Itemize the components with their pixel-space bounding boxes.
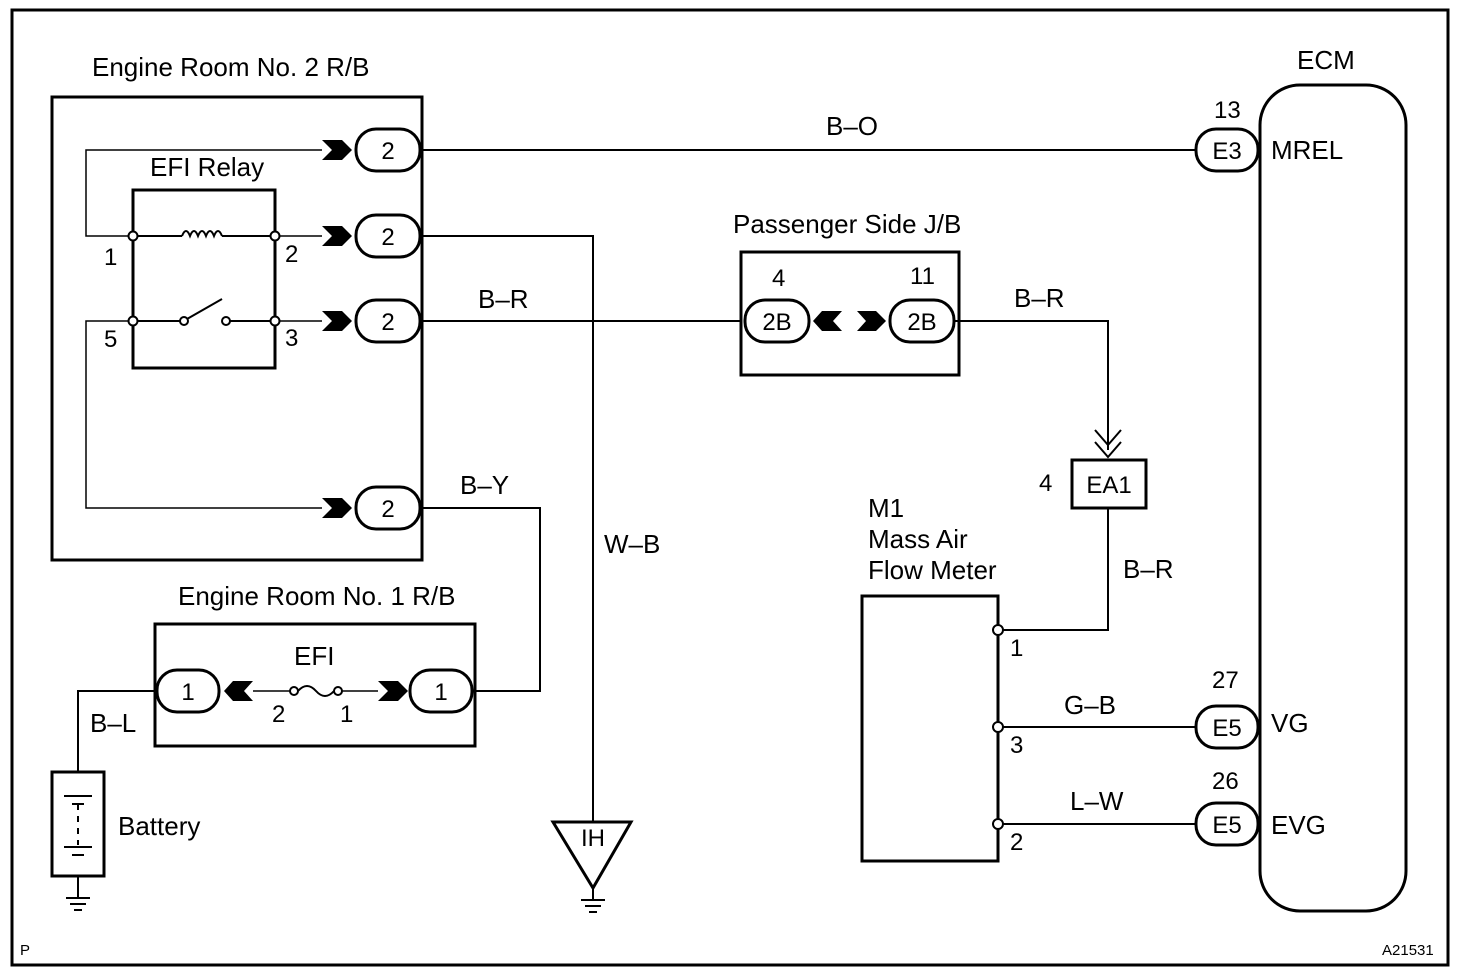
svg-text:2: 2 [381,309,394,336]
relay-pin-1: 1 [104,244,117,271]
relay-pin-3: 3 [285,325,298,352]
svg-text:E5: E5 [1212,715,1241,742]
ecm-box [1258,83,1408,913]
er1-connector-left: 1 [155,668,253,714]
svg-text:VG: VG [1271,708,1309,738]
ecm-pin-mrel: 13 E3 MREL [1194,97,1343,173]
relay-terminal-3 [269,315,281,327]
wire-label-br-1: B–R [478,284,529,314]
svg-text:1: 1 [181,679,194,706]
er2-connector-2: 2 [322,213,422,259]
wire-wb [420,235,594,822]
diagram-frame [10,8,1450,967]
svg-text:E3: E3 [1212,138,1241,165]
battery-label: Battery [118,811,200,841]
jb-connector-left: 2B [743,298,842,344]
relay-box [131,188,277,370]
ea1-pin: 4 [1039,470,1052,497]
wire-label-br-2: B–R [1014,283,1065,313]
svg-text:2: 2 [381,224,394,251]
svg-text:E5: E5 [1212,812,1241,839]
maf-pin-3: 3 [1010,732,1023,759]
maf-pin-2: 2 [1010,829,1023,856]
ecm-pin-vg: 27 E5 VG [1194,667,1309,750]
svg-text:2B: 2B [762,309,791,336]
maf-box [860,594,1000,863]
wire-label-bl: B–L [90,708,136,738]
wire-bl [77,690,157,772]
svg-text:2: 2 [381,138,394,165]
jb-connector-right: 2B [857,298,956,344]
wire-label-wb: W–B [604,529,660,559]
svg-text:EVG: EVG [1271,810,1326,840]
er1-title: Engine Room No. 1 R/B [178,581,455,611]
svg-text:27: 27 [1212,667,1239,694]
maf-pin-1: 1 [1010,635,1023,662]
maf-name-1: Mass Air [868,524,968,554]
corner-right-code: A21531 [1382,942,1434,959]
svg-text:2: 2 [381,496,394,523]
ground-ih-label: IH [581,825,605,852]
wire-label-lw: L–W [1070,786,1124,816]
maf-terminal-3 [992,721,1004,733]
svg-text:26: 26 [1212,768,1239,795]
er1-connector-right: 1 [378,668,474,714]
jb-title: Passenger Side J/B [733,209,961,239]
maf-name-2: Flow Meter [868,555,997,585]
wire-label-bo: B–O [826,111,878,141]
er1-box [153,622,477,748]
wire-label-br-3: B–R [1123,554,1174,584]
fuse-pin-right: 1 [340,701,353,728]
relay-terminal-2 [269,230,281,242]
jb-box [739,250,961,377]
svg-text:MREL: MREL [1271,135,1343,165]
ea1-connector: EA1 [1070,458,1148,510]
er2-box [50,95,424,562]
wire-label-gb: G–B [1064,690,1116,720]
relay-pin-5: 5 [104,326,117,353]
ground-ih-icon [550,820,634,913]
wire-label-by: B–Y [460,470,509,500]
ecm-pin-evg: 26 E5 EVG [1194,768,1326,847]
er2-connector-3: 2 [322,298,422,344]
corner-left-mark: P [20,942,30,959]
maf-terminal-2 [992,818,1004,830]
relay-terminal-5 [127,315,139,327]
svg-text:2B: 2B [907,309,936,336]
er2-connector-4: 2 [322,485,422,531]
jb-pin-right: 11 [910,263,935,290]
efi-fuse-icon [253,685,378,697]
relay-switch [133,298,275,326]
relay-title: EFI Relay [150,152,264,182]
svg-text:1: 1 [434,679,447,706]
svg-text:13: 13 [1214,97,1241,124]
relay-terminal-1 [127,230,139,242]
maf-id: M1 [868,493,904,523]
fuse-pin-left: 2 [272,701,285,728]
relay-coil [133,230,275,239]
er2-connector-1: 2 [322,127,422,173]
er2-title: Engine Room No. 2 R/B [92,52,369,82]
wire-br-3 [998,508,1109,631]
wire-br-2 [954,320,1109,450]
relay-pin-2: 2 [285,241,298,268]
svg-text:EA1: EA1 [1086,472,1131,499]
ecm-title: ECM [1297,45,1355,75]
wire-by [420,507,541,692]
efi-fuse-label: EFI [294,641,334,671]
maf-terminal-1 [992,624,1004,636]
jb-pin-left: 4 [772,265,785,292]
battery-icon [50,770,106,911]
